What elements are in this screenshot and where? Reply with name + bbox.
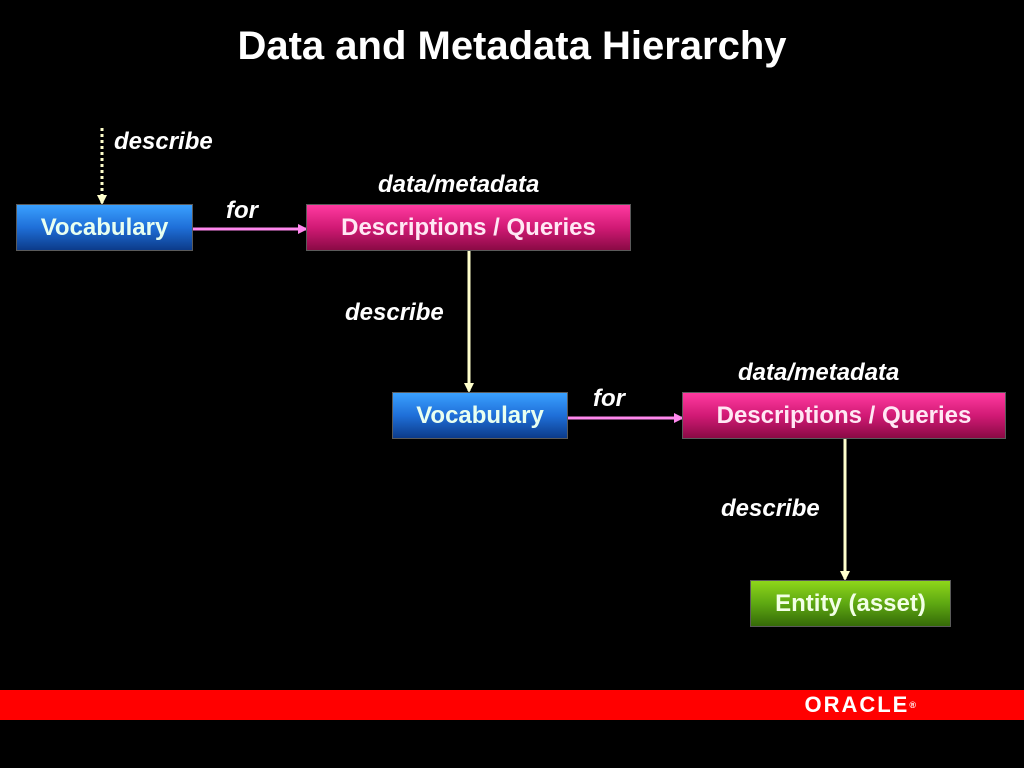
descriptions-queries-box-1: Descriptions / Queries — [306, 204, 631, 251]
for-label-2: for — [593, 385, 625, 412]
entity-asset-box: Entity (asset) — [750, 580, 951, 627]
descriptions-queries-box-2: Descriptions / Queries — [682, 392, 1006, 439]
data-metadata-label-2: data/metadata — [738, 359, 900, 386]
describe-label-top: describe — [114, 128, 213, 155]
connector-arrows — [97, 128, 850, 581]
for-label-1: for — [226, 197, 258, 224]
page-title: Data and Metadata Hierarchy — [237, 24, 787, 68]
oracle-logo: ORACLE® — [804, 693, 916, 717]
vocabulary-box-1: Vocabulary — [16, 204, 193, 251]
oracle-logo-text: ORACLE — [804, 692, 910, 717]
vocabulary-box-2: Vocabulary — [392, 392, 568, 439]
describe-label-bottom: describe — [721, 495, 820, 522]
footer-bar: ORACLE® — [0, 690, 1024, 720]
registered-mark: ® — [909, 700, 916, 710]
data-metadata-label-1: data/metadata — [378, 171, 540, 198]
describe-label-mid: describe — [345, 299, 444, 326]
